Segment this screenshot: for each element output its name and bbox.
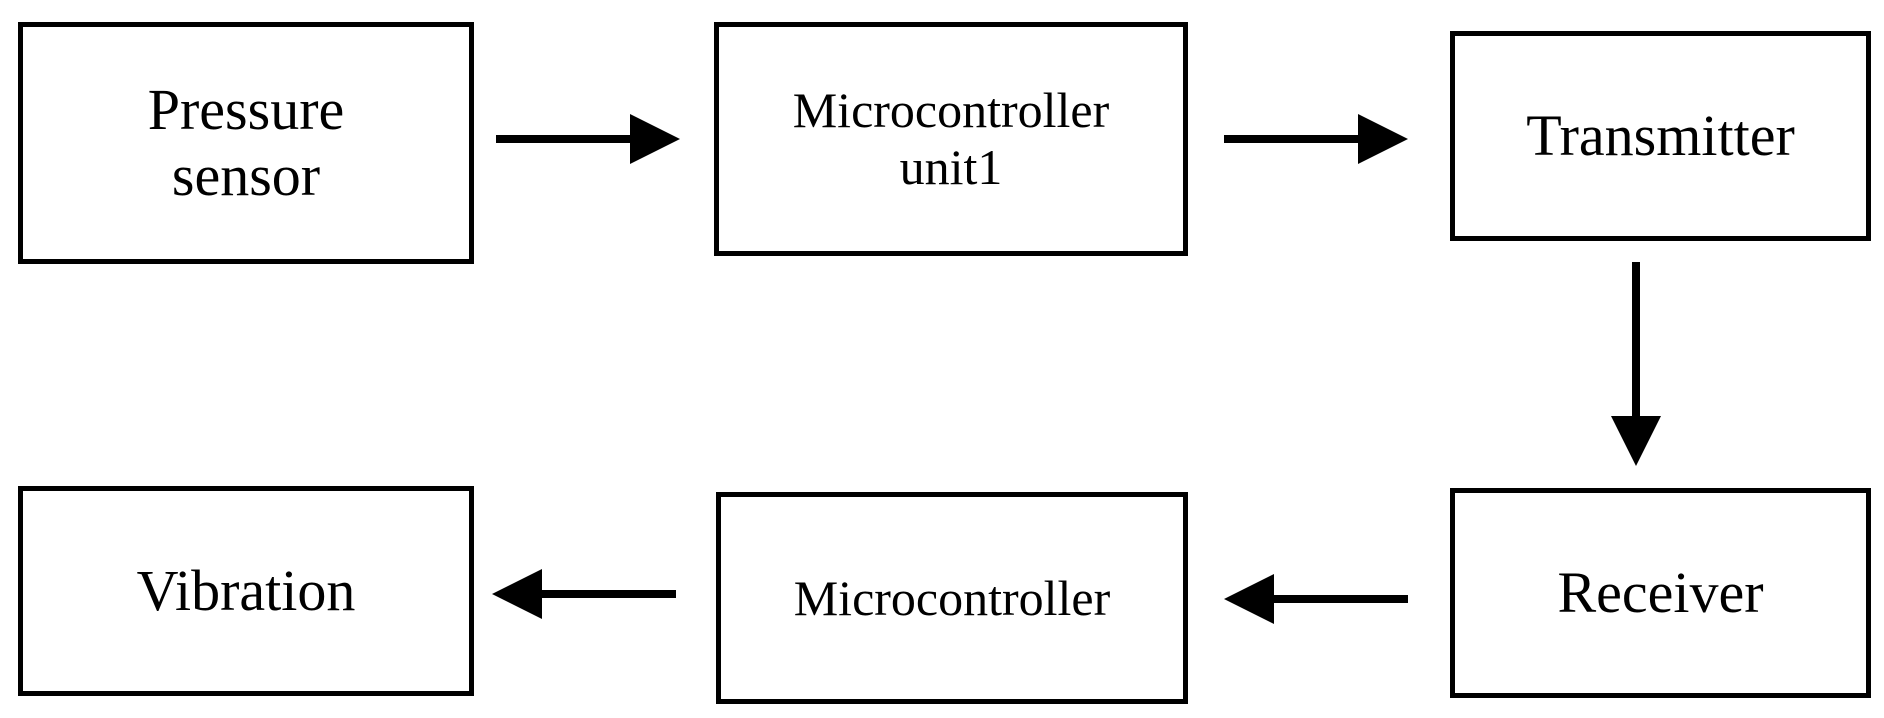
arrow-microcontroller-to-vibration-head — [492, 569, 542, 619]
arrow-transmitter-to-receiver — [1611, 262, 1661, 466]
arrow-transmitter-to-receiver-head — [1611, 416, 1661, 466]
microcontroller-label: Microcontroller — [793, 569, 1111, 626]
vibration-block: Vibration — [18, 486, 474, 696]
arrow-pressure-to-mcu1 — [496, 114, 680, 164]
arrow-mcu1-to-transmitter — [1224, 114, 1408, 164]
arrow-receiver-to-microcontroller-head — [1224, 574, 1274, 624]
receiver-label: Receiver — [1557, 559, 1764, 625]
arrow-pressure-to-mcu1-head — [630, 114, 680, 164]
microcontroller-unit1-label: Microcontroller unit1 — [792, 82, 1110, 195]
microcontroller-unit1-block: Microcontroller unit1 — [714, 22, 1188, 256]
microcontroller-block: Microcontroller — [716, 492, 1188, 704]
arrow-microcontroller-to-vibration — [492, 569, 676, 619]
transmitter-label: Transmitter — [1526, 102, 1795, 168]
arrow-mcu1-to-transmitter-head — [1358, 114, 1408, 164]
pressure-sensor-label: Pressure sensor — [147, 76, 345, 208]
vibration-label: Vibration — [136, 557, 356, 623]
pressure-sensor-block: Pressure sensor — [18, 22, 474, 264]
arrow-receiver-to-microcontroller — [1224, 574, 1408, 624]
transmitter-block: Transmitter — [1450, 31, 1871, 241]
receiver-block: Receiver — [1450, 488, 1871, 698]
